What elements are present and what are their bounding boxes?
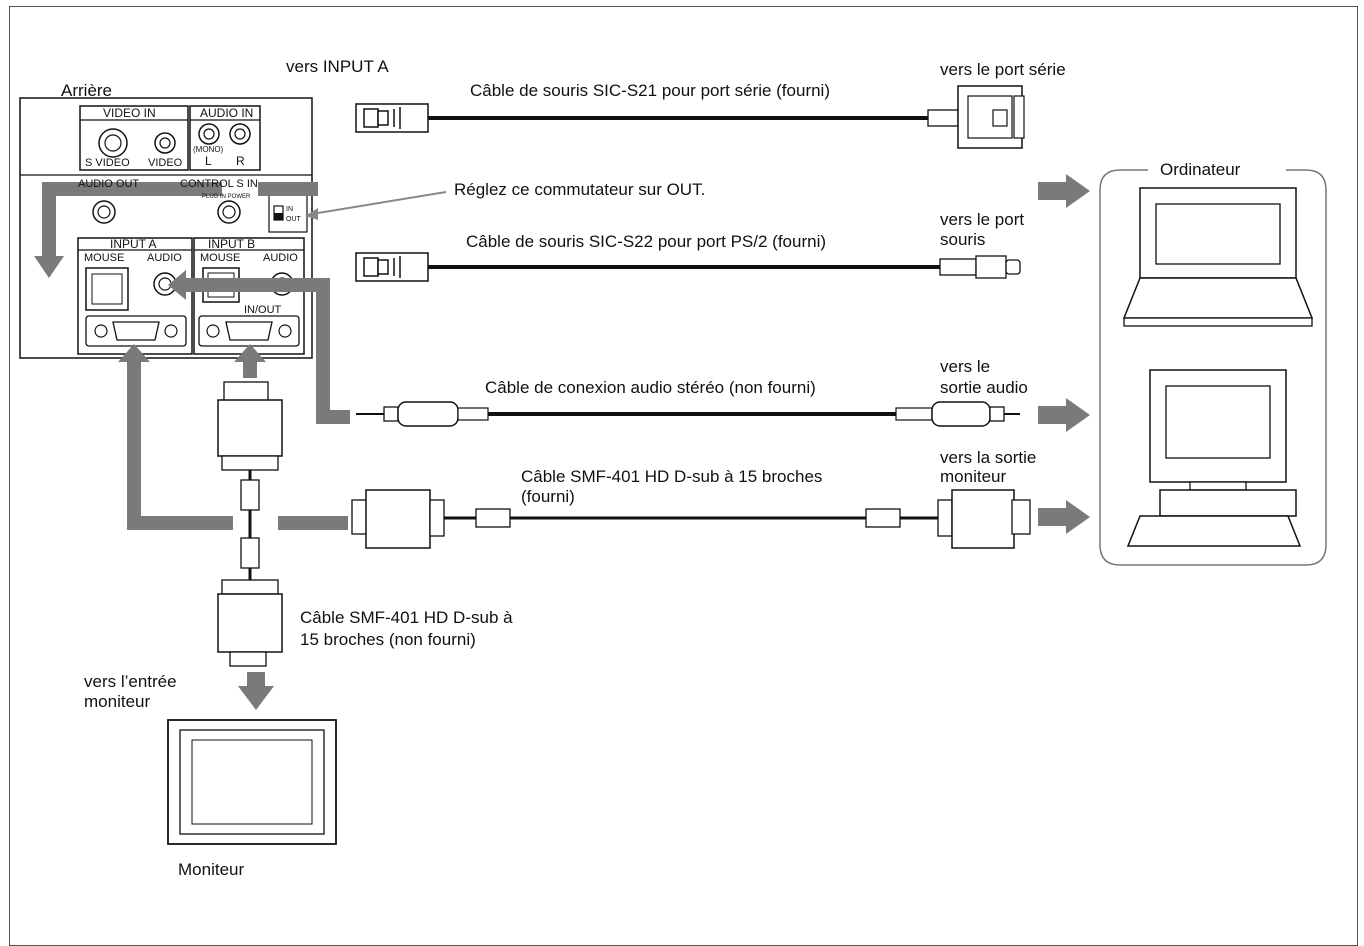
panel-audio-b: AUDIO: [263, 252, 298, 264]
routing-paths: [34, 174, 1090, 710]
computer-label: Ordinateur: [1156, 160, 1245, 180]
video-jack: [154, 132, 176, 154]
cable-sic-s22-label: Câble de souris SIC-S22 pour port PS/2 (…: [466, 232, 827, 251]
audio-r-jack: [229, 123, 251, 145]
panel-input-a: INPUT A: [110, 237, 157, 251]
to-monitor-out-label-2: moniteur: [940, 467, 1007, 486]
panel-l: L: [205, 154, 212, 168]
panel-s-video: S VIDEO: [85, 157, 130, 169]
panel-mono: (MONO): [193, 145, 224, 154]
input-b-vga-port: [225, 321, 273, 341]
to-input-a-label: vers INPUT A: [286, 57, 389, 76]
input-a-vga-port: [112, 321, 160, 341]
panel-input-b: INPUT B: [208, 237, 256, 251]
panel-switch-out: OUT: [286, 216, 301, 223]
cable-audio: [356, 401, 1020, 427]
panel-r: R: [236, 154, 245, 168]
cable-sic-s21: [355, 85, 1025, 149]
desktop-case: [1159, 489, 1297, 517]
panel-audio-a: AUDIO: [147, 252, 182, 264]
cable-sic-s21-label: Câble de souris SIC-S21 pour port série …: [470, 81, 830, 100]
audio-l-jack: [198, 123, 220, 145]
cable-smf-not-provided-label-1: Câble SMF-401 HD D-sub à: [300, 608, 513, 627]
to-monitor-in-label-1: vers l’entrée: [84, 672, 177, 691]
desktop-keyboard: [1126, 515, 1302, 547]
laptop-keyboard: [1122, 277, 1314, 319]
to-serial-port-label: vers le port série: [940, 60, 1066, 79]
panel-plug-in-power: PLUG IN POWER: [202, 194, 251, 200]
panel-mouse-b: MOUSE: [200, 252, 241, 264]
computer-group: [1099, 169, 1327, 566]
cable-smf-provided: [351, 489, 1031, 549]
panel-switch-in: IN: [286, 206, 293, 213]
to-mouse-port-label-1: vers le port: [940, 210, 1025, 229]
switch-note: Réglez ce commutateur sur OUT.: [454, 180, 706, 199]
cable-smf-provided-label-2: (fourni): [521, 487, 575, 506]
panel-video: VIDEO: [148, 157, 183, 169]
input-a-mouse-port: [85, 267, 129, 311]
panel-in-out: IN/OUT: [244, 304, 282, 316]
audio-out-jack: [92, 200, 116, 224]
to-audio-out-label-2: sortie audio: [940, 378, 1028, 397]
cable-audio-label: Câble de conexion audio stéréo (non four…: [485, 378, 816, 397]
cable-sic-s22: [355, 252, 1021, 282]
panel-audio-out: AUDIO OUT: [78, 178, 140, 190]
rear-panel: [19, 97, 313, 359]
to-audio-out-label-1: vers le: [940, 357, 991, 376]
cable-smf-provided-label-1: Câble SMF-401 HD D-sub à 15 broches: [521, 467, 823, 486]
to-monitor-out-label-1: vers la sortie: [940, 448, 1037, 467]
s-video-jack: [98, 128, 128, 158]
panel-control-s-in: CONTROL S IN: [180, 178, 258, 190]
panel-mouse-a: MOUSE: [84, 252, 125, 264]
external-monitor: [167, 719, 337, 845]
to-monitor-in-label-2: moniteur: [84, 692, 151, 711]
panel-audio-in: AUDIO IN: [200, 106, 254, 120]
monitor-label: Moniteur: [178, 860, 245, 879]
cable-smf-not-provided-label-2: 15 broches (non fourni): [300, 630, 476, 649]
to-mouse-port-label-2: souris: [940, 230, 986, 249]
control-s-jack: [217, 200, 241, 224]
rear-label: Arrière: [61, 81, 113, 100]
panel-video-in: VIDEO IN: [103, 106, 156, 120]
cable-smf-not-provided: [217, 381, 283, 667]
